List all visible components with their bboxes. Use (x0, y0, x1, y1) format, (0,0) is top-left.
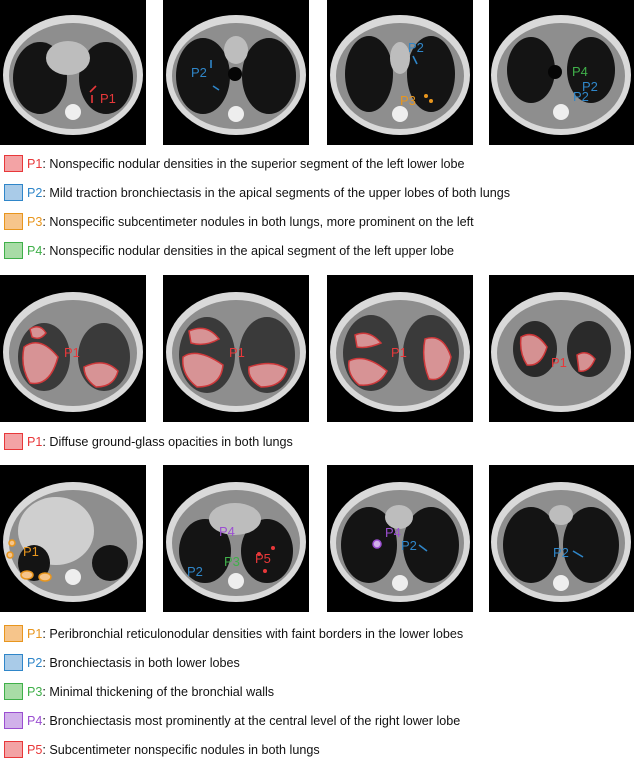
legend-item: P1: Peribronchial reticulonodular densit… (4, 625, 463, 642)
legend-id: P3 (27, 214, 43, 229)
legend-id: P1 (27, 434, 43, 449)
color-swatch (4, 741, 23, 758)
legend-item: P5: Subcentimeter nonspecific nodules in… (4, 741, 320, 758)
label-p3: P3 (400, 93, 416, 108)
legend-text: : Bronchiectasis in both lower lobes (42, 655, 240, 670)
color-swatch (4, 242, 23, 259)
label-p1: P1 (551, 355, 567, 370)
legend-item: P3: Nonspecific subcentimeter nodules in… (4, 213, 474, 230)
legend-text: : Minimal thickening of the bronchial wa… (42, 684, 275, 699)
legend-text: : Peribronchial reticulonodular densitie… (42, 626, 464, 641)
label-p2: P2 (187, 564, 203, 579)
label-p1: P1 (229, 345, 245, 360)
legend-text: : Bronchiectasis most prominently at the… (42, 713, 461, 728)
label-p3: P3 (224, 554, 240, 569)
label-p1: P1 (100, 91, 116, 106)
legend-text: : Mild traction bronchiectasis in the ap… (42, 185, 511, 200)
label-p2: P2 (401, 538, 417, 553)
legend-text: : Subcentimeter nonspecific nodules in b… (42, 742, 320, 757)
label-p2: P2 (408, 40, 424, 55)
label-p2: P2 (191, 65, 207, 80)
color-swatch (4, 213, 23, 230)
color-swatch (4, 155, 23, 172)
legend-item: P1: Nonspecific nodular densities in the… (4, 155, 465, 172)
legend-text: : Nonspecific nodular densities in the a… (42, 243, 455, 258)
ct-scan-row3-4: P2 (489, 465, 634, 612)
color-swatch (4, 625, 23, 642)
legend-id: P2 (27, 185, 43, 200)
ct-scan-row3-2: P4 P3 P2 P5 (163, 465, 309, 612)
color-swatch (4, 654, 23, 671)
legend-id: P5 (27, 742, 43, 757)
legend-item: P4: Nonspecific nodular densities in the… (4, 242, 454, 259)
legend-id: P3 (27, 684, 43, 699)
label-p1: P1 (391, 345, 407, 360)
label-p4: P4 (572, 64, 588, 79)
color-swatch (4, 433, 23, 450)
color-swatch (4, 712, 23, 729)
label-p2: P2 (573, 89, 589, 104)
legend-id: P1 (27, 626, 43, 641)
label-p1: P1 (64, 345, 80, 360)
ct-scan-row1-2: P2 (163, 0, 309, 145)
legend-text: : Nonspecific nodular densities in the s… (42, 156, 465, 171)
ct-scan-row1-1: P1 (0, 0, 146, 145)
legend-id: P2 (27, 655, 43, 670)
ct-scan-row2-4: P1 (489, 275, 634, 422)
color-swatch (4, 683, 23, 700)
color-swatch (4, 184, 23, 201)
legend-item: P4: Bronchiectasis most prominently at t… (4, 712, 460, 729)
ct-scan-row3-1: P1 (0, 465, 146, 612)
label-p1: P1 (23, 544, 39, 559)
ct-scan-row3-3: P4 P2 (327, 465, 473, 612)
label-p4: P4 (219, 524, 235, 539)
ct-scan-row1-3: P2 P3 (327, 0, 473, 145)
ct-scan-row2-3: P1 (327, 275, 473, 422)
legend-item: P2: Mild traction bronchiectasis in the … (4, 184, 510, 201)
legend-id: P4 (27, 713, 43, 728)
legend-text: : Diffuse ground-glass opacities in both… (42, 434, 293, 449)
legend-text: : Nonspecific subcentimeter nodules in b… (42, 214, 474, 229)
legend-item: P3: Minimal thickening of the bronchial … (4, 683, 274, 700)
label-p2: P2 (553, 545, 569, 560)
ct-scan-row1-4: P4 P2 P2 (489, 0, 634, 145)
label-p4: P4 (385, 525, 401, 540)
legend-item: P2: Bronchiectasis in both lower lobes (4, 654, 240, 671)
legend-id: P4 (27, 243, 43, 258)
legend-id: P1 (27, 156, 43, 171)
legend-item: P1: Diffuse ground-glass opacities in bo… (4, 433, 293, 450)
ct-scan-row2-1: P1 (0, 275, 146, 422)
ct-scan-row2-2: P1 (163, 275, 309, 422)
label-p5: P5 (255, 551, 271, 566)
label-p2: P2 (582, 79, 598, 94)
